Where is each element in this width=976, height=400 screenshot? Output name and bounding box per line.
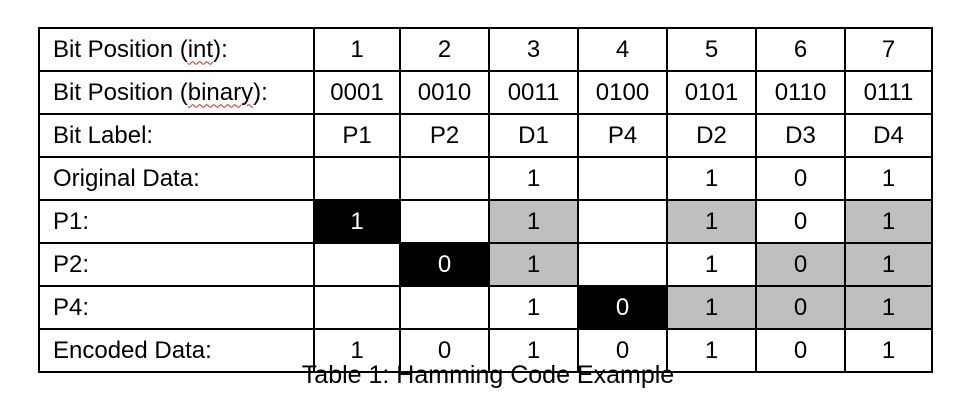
parity-bit-cell: 1 bbox=[313, 199, 401, 244]
row-label-original-data: Original Data: bbox=[38, 156, 315, 201]
row-label-encoded-data: Encoded Data: bbox=[38, 328, 315, 373]
row-label-bit-position-int: Bit Position (int): bbox=[38, 27, 315, 72]
table-cell bbox=[313, 242, 401, 287]
spellcheck-underlined-word: binary bbox=[187, 78, 254, 106]
table-cell: P1 bbox=[313, 113, 401, 158]
row-original-data: Original Data: 1 1 0 1 bbox=[38, 156, 933, 201]
table-cell: D2 bbox=[666, 113, 757, 158]
parity-bit-cell: 0 bbox=[399, 242, 490, 287]
checked-bit-cell: 0 bbox=[755, 285, 846, 330]
checked-bit-cell: 0 bbox=[755, 242, 846, 287]
table-cell: 0010 bbox=[399, 70, 490, 115]
table-cell: 1 bbox=[313, 27, 401, 72]
table-cell: 0111 bbox=[844, 70, 933, 115]
checked-bit-cell: 1 bbox=[666, 285, 757, 330]
table-cell: 1 bbox=[844, 156, 933, 201]
checked-bit-cell: 1 bbox=[844, 199, 933, 244]
table-cell: 1 bbox=[666, 242, 757, 287]
table-cell: 2 bbox=[399, 27, 490, 72]
table-cell: 0001 bbox=[313, 70, 401, 115]
row-bit-position-int: Bit Position (int): 1 2 3 4 5 6 7 bbox=[38, 27, 933, 72]
table-cell: 6 bbox=[755, 27, 846, 72]
table-cell: D1 bbox=[488, 113, 579, 158]
table-cell: 1 bbox=[488, 285, 579, 330]
table-cell bbox=[399, 156, 490, 201]
table-cell: 0110 bbox=[755, 70, 846, 115]
table-cell bbox=[577, 199, 668, 244]
table-cell: 0 bbox=[399, 328, 490, 373]
table-cell: 1 bbox=[844, 328, 933, 373]
checked-bit-cell: 1 bbox=[666, 199, 757, 244]
table-cell: 1 bbox=[313, 328, 401, 373]
table-cell: D4 bbox=[844, 113, 933, 158]
table-cell: P2 bbox=[399, 113, 490, 158]
parity-bit-cell: 0 bbox=[577, 285, 668, 330]
table-cell bbox=[577, 242, 668, 287]
table-cell: D3 bbox=[755, 113, 846, 158]
table-cell: 0 bbox=[755, 156, 846, 201]
row-label-p2: P2: bbox=[38, 242, 315, 287]
table-cell: 7 bbox=[844, 27, 933, 72]
row-bit-position-binary: Bit Position (binary): 0001 0010 0011 01… bbox=[38, 70, 933, 115]
table-cell: 0 bbox=[577, 328, 668, 373]
table-cell bbox=[313, 285, 401, 330]
row-label-p4: P4: bbox=[38, 285, 315, 330]
spellcheck-underlined-word: int bbox=[187, 35, 214, 63]
table-cell bbox=[399, 199, 490, 244]
table-cell bbox=[577, 156, 668, 201]
table-cell: 1 bbox=[666, 328, 757, 373]
table-cell: 0100 bbox=[577, 70, 668, 115]
row-encoded-data: Encoded Data: 1 0 1 0 1 0 1 bbox=[38, 328, 933, 373]
checked-bit-cell: 1 bbox=[844, 285, 933, 330]
row-p1: P1: 1 1 1 0 1 bbox=[38, 199, 933, 244]
table-cell: 1 bbox=[488, 328, 579, 373]
table-cell bbox=[399, 285, 490, 330]
row-label-bit-label: Bit Label: bbox=[38, 113, 315, 158]
table-cell: 3 bbox=[488, 27, 579, 72]
table-cell: 0 bbox=[755, 328, 846, 373]
table-cell: 0 bbox=[755, 199, 846, 244]
table-cell bbox=[313, 156, 401, 201]
table-cell: 5 bbox=[666, 27, 757, 72]
row-label-p1: P1: bbox=[38, 199, 315, 244]
table-cell: 0011 bbox=[488, 70, 579, 115]
checked-bit-cell: 1 bbox=[488, 242, 579, 287]
table-cell: 4 bbox=[577, 27, 668, 72]
table-cell: 1 bbox=[666, 156, 757, 201]
table-cell: 0101 bbox=[666, 70, 757, 115]
row-p2: P2: 0 1 1 0 1 bbox=[38, 242, 933, 287]
row-label-bit-position-binary: Bit Position (binary): bbox=[38, 70, 315, 115]
checked-bit-cell: 1 bbox=[844, 242, 933, 287]
table-caption: Table 1: Hamming Code Example bbox=[301, 361, 675, 389]
table-cell: P4 bbox=[577, 113, 668, 158]
table-cell: 1 bbox=[488, 156, 579, 201]
row-p4: P4: 1 0 1 0 1 bbox=[38, 285, 933, 330]
checked-bit-cell: 1 bbox=[488, 199, 579, 244]
row-bit-label: Bit Label: P1 P2 D1 P4 D2 D3 D4 bbox=[38, 113, 933, 158]
hamming-code-table: Bit Position (int): 1 2 3 4 5 6 7 Bit Po… bbox=[38, 27, 933, 373]
